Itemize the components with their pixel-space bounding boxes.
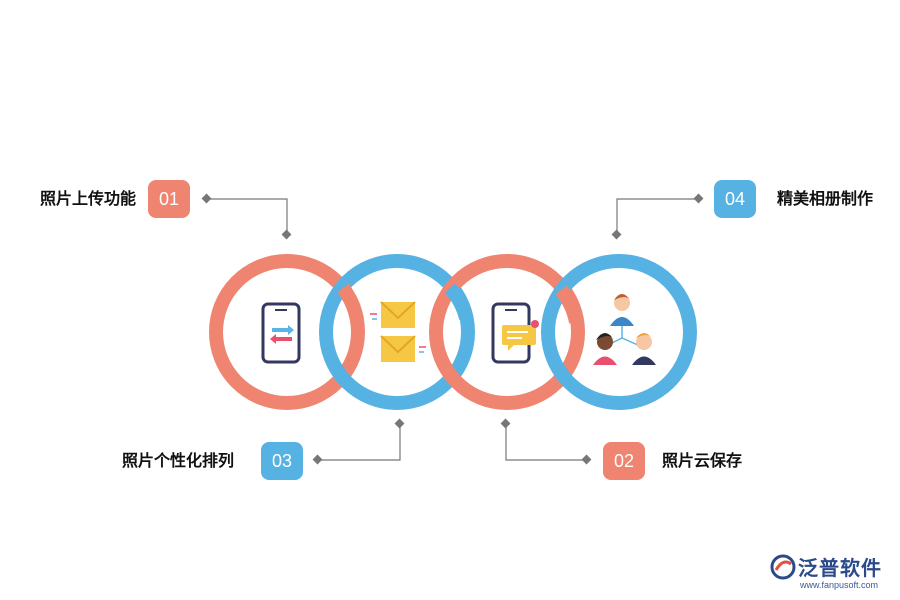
- brand-name: 泛普软件: [798, 556, 882, 580]
- brand-logo-icon: [770, 554, 796, 580]
- ring-1: [209, 254, 365, 410]
- phone-transfer-icon: [261, 302, 301, 364]
- brand-logo-block: 泛普软件 www.fanpusoft.com: [770, 552, 894, 598]
- feature-label-03: 照片个性化排列: [122, 451, 235, 470]
- feature-badge-01: 01: [148, 180, 190, 218]
- ring-3: [429, 254, 585, 410]
- ring-4: [541, 254, 697, 410]
- phone-message-icon: [491, 302, 539, 364]
- feature-label-04: 精美相册制作: [777, 189, 874, 208]
- envelopes-icon: [370, 301, 426, 362]
- feature-label-02: 照片云保存: [662, 451, 743, 470]
- feature-label-01: 照片上传功能: [40, 189, 137, 208]
- feature-badge-02: 02: [603, 442, 645, 480]
- connector-lines: [207, 198, 699, 461]
- brand-url: www.fanpusoft.com: [800, 580, 879, 590]
- feature-badge-03: 03: [261, 442, 303, 480]
- feature-badge-04: 04: [714, 180, 756, 218]
- ring-2: [319, 254, 475, 410]
- connector-dots: [201, 193, 704, 465]
- team-people-icon: [593, 294, 656, 365]
